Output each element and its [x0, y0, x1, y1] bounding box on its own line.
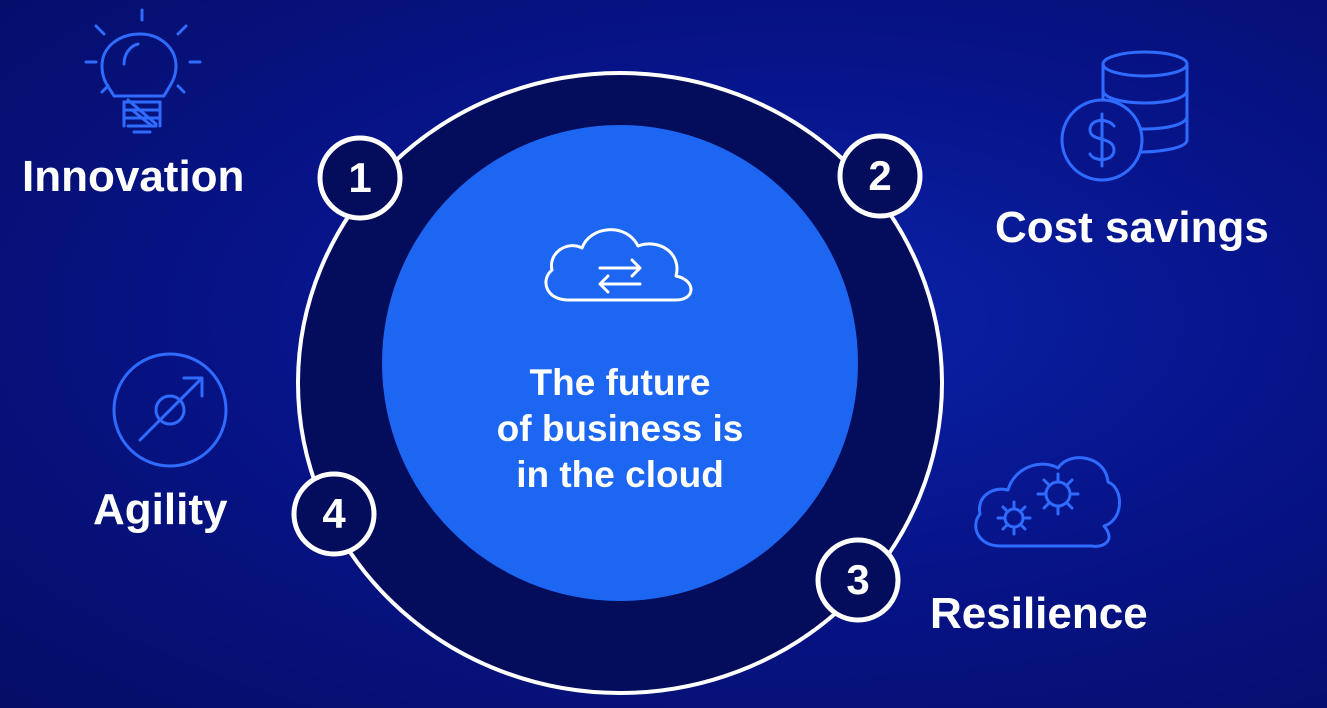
resilience-label: Resilience [930, 589, 1148, 638]
cloud-gears-icon [974, 456, 1121, 548]
database-dollar-icon [1060, 50, 1189, 182]
badge-4-number: 4 [322, 490, 346, 537]
cost-savings-label: Cost savings [995, 203, 1269, 252]
badge-2 [837, 133, 923, 219]
center-headline-line2: of business is [496, 408, 744, 449]
cloud-sync-icon [544, 228, 693, 302]
target-arrow-icon [112, 352, 228, 468]
lightbulb-icon [84, 8, 202, 134]
center-headline-line3: in the cloud [516, 454, 724, 495]
badge-4 [291, 471, 377, 557]
center-headline-line1: The future [529, 362, 711, 403]
center-headline: The future of business is in the cloud [470, 360, 770, 498]
center-circle [382, 125, 858, 601]
badge-2-number: 2 [868, 152, 892, 199]
badge-1 [317, 135, 403, 221]
badge-3-number: 3 [846, 556, 870, 603]
agility-label: Agility [93, 485, 228, 534]
badge-1-number: 1 [348, 154, 372, 201]
badge-3 [815, 537, 901, 623]
innovation-label: Innovation [22, 152, 245, 201]
